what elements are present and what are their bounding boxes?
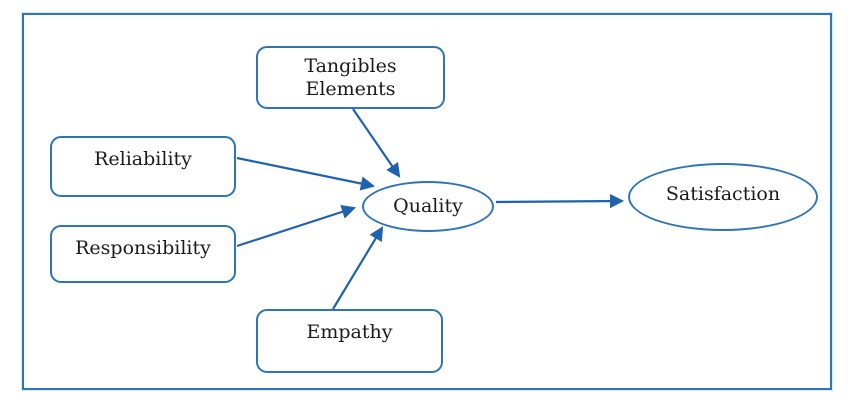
node-empathy: Empathy bbox=[256, 309, 443, 373]
node-quality: Quality bbox=[362, 181, 494, 232]
node-reliability-label: Reliability bbox=[94, 148, 192, 170]
node-responsibility: Responsibility bbox=[50, 225, 236, 283]
node-satisfaction-label: Satisfaction bbox=[665, 182, 781, 205]
node-satisfaction: Satisfaction bbox=[628, 163, 818, 231]
node-tangibles-line1: Tangibles bbox=[304, 55, 397, 77]
node-empathy-label: Empathy bbox=[306, 321, 393, 343]
node-responsibility-label: Responsibility bbox=[75, 237, 211, 259]
node-tangibles-line2: Elements bbox=[305, 78, 396, 100]
node-reliability: Reliability bbox=[50, 136, 236, 197]
node-tangibles-elements: Tangibles Elements bbox=[256, 46, 445, 109]
node-quality-label: Quality bbox=[393, 195, 463, 217]
